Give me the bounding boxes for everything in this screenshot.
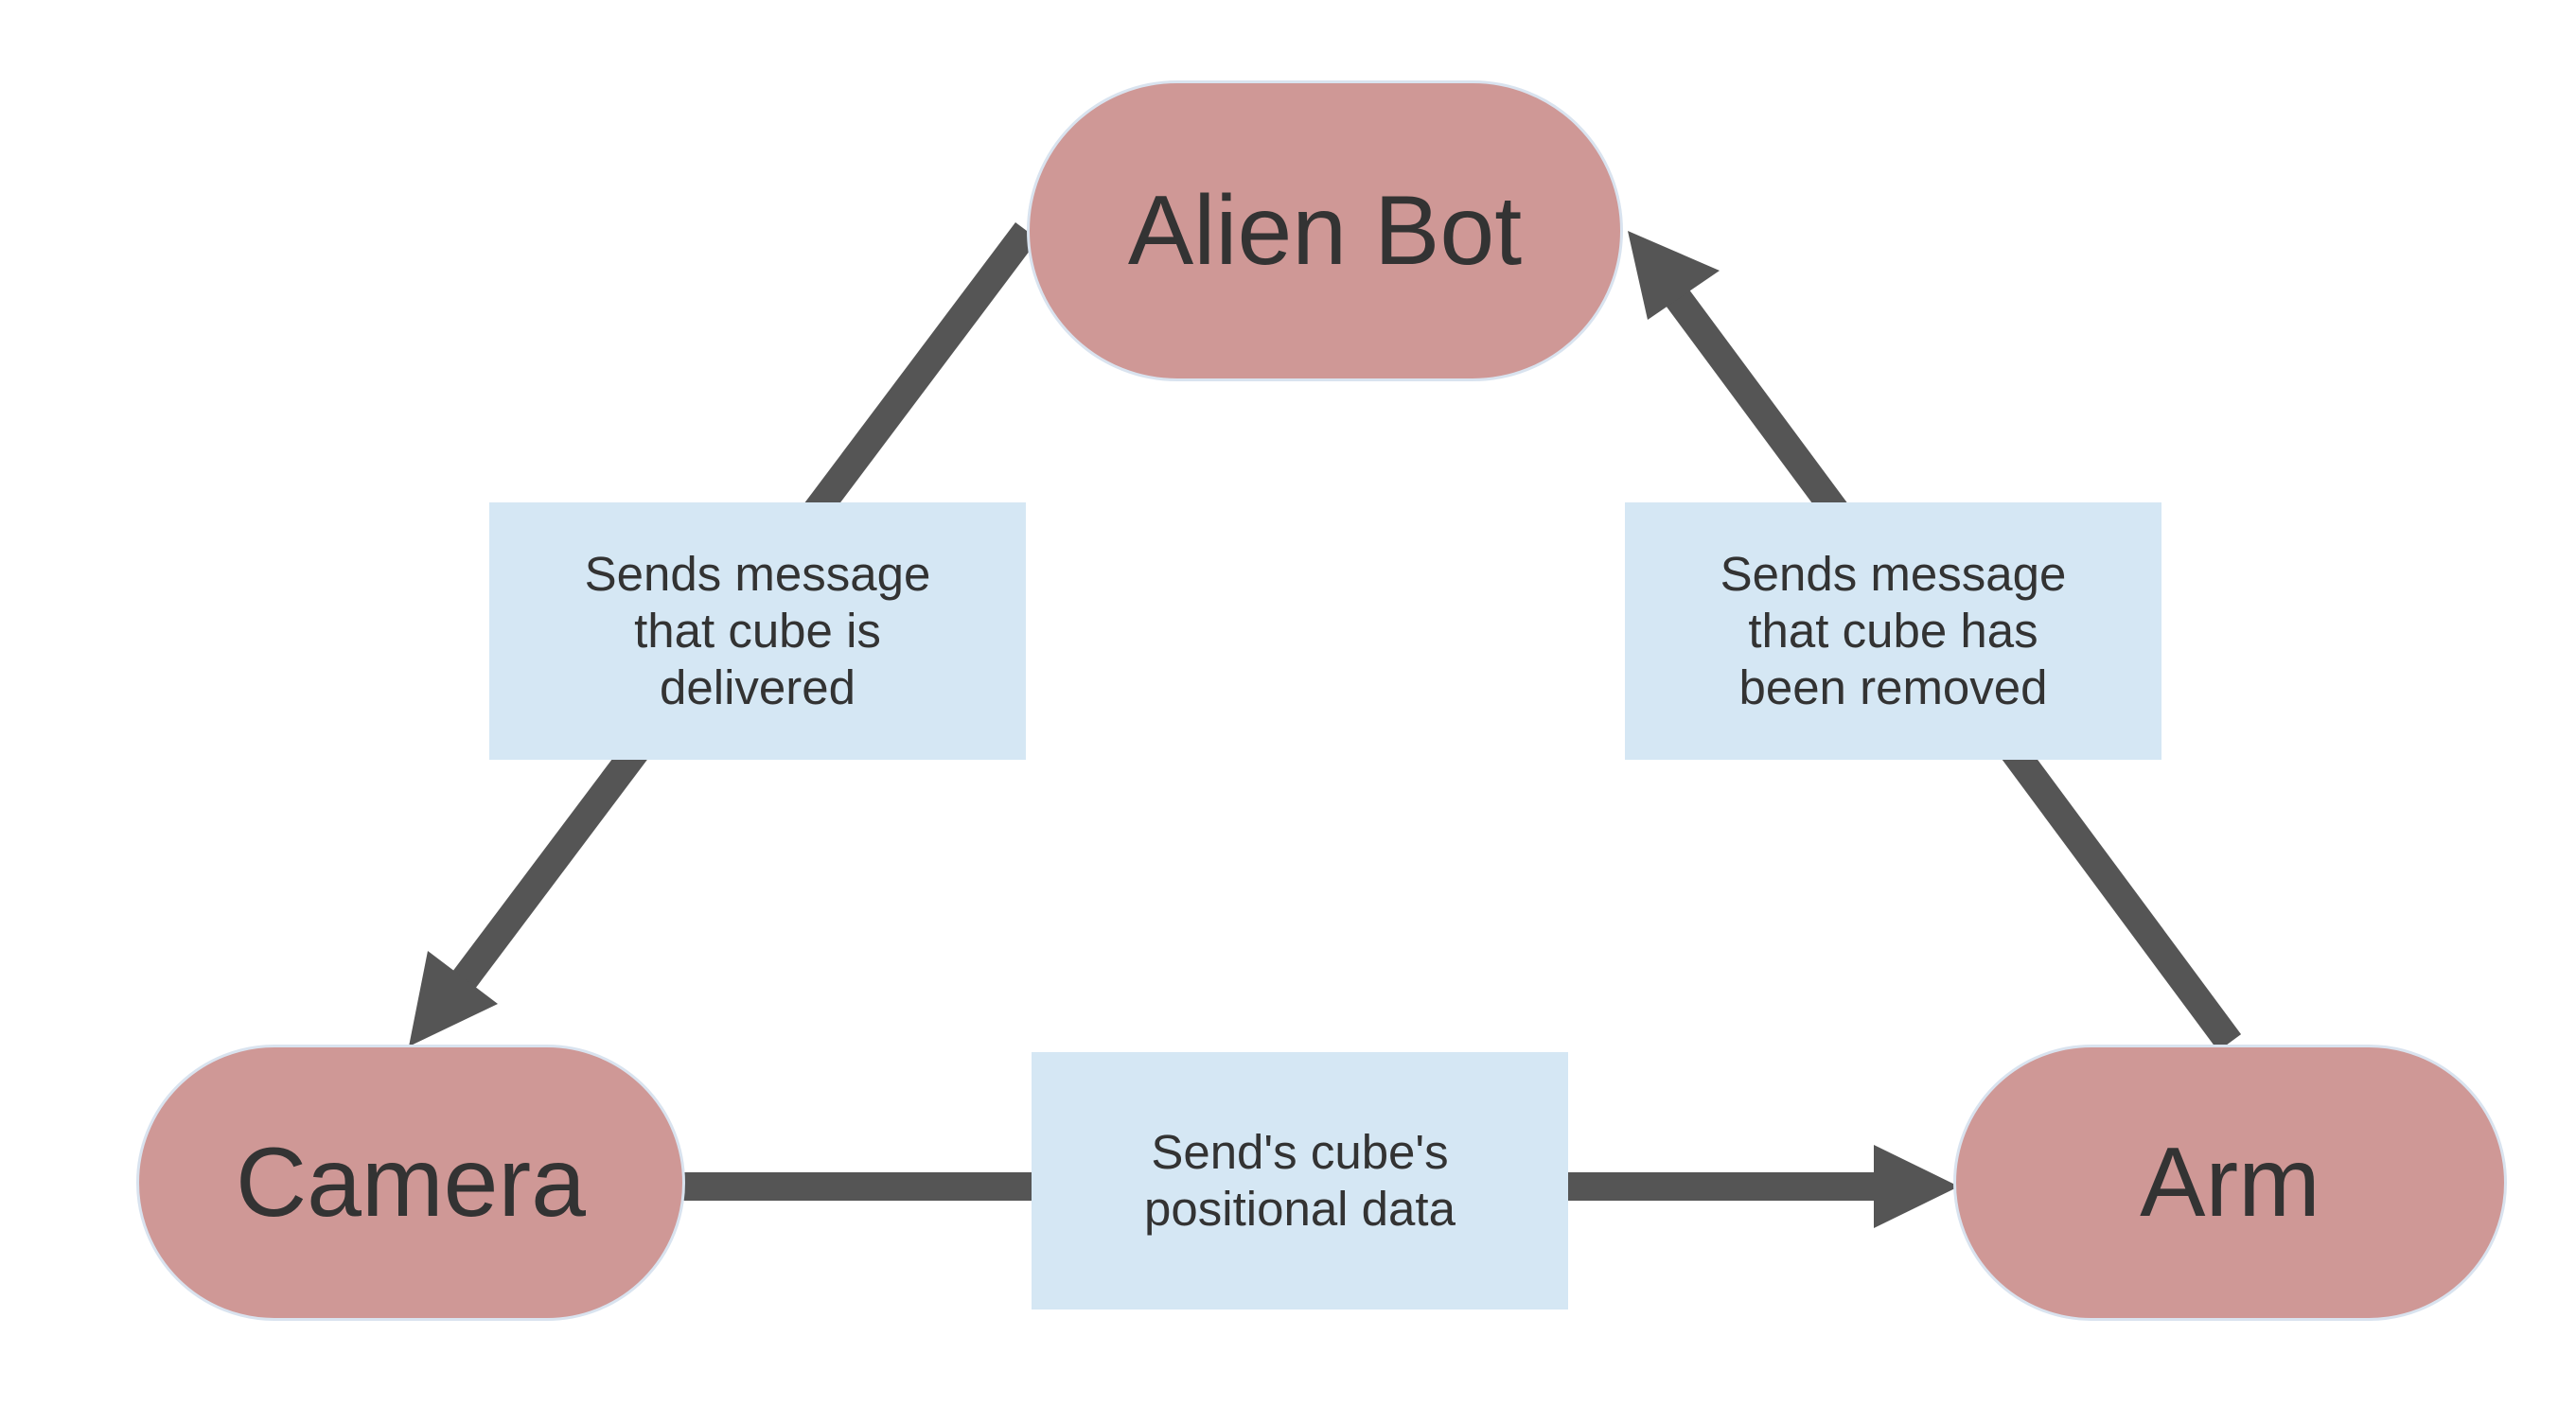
node-label-alien-bot: Alien Bot xyxy=(1127,176,1523,286)
edge-label-arm-to-alien-bot: Sends message that cube has been removed xyxy=(1720,547,2067,714)
node-arm: Arm xyxy=(1953,1045,2507,1321)
node-label-arm: Arm xyxy=(2140,1128,2320,1238)
arrowhead-alien-bot xyxy=(1628,231,1720,320)
edge-label-box-left: Sends message that cube is delivered xyxy=(489,502,1026,760)
node-alien-bot: Alien Bot xyxy=(1027,80,1623,381)
edge-label-alien-bot-to-camera: Sends message that cube is delivered xyxy=(584,547,931,714)
arrowhead-arm xyxy=(1874,1145,1959,1228)
node-camera: Camera xyxy=(136,1045,685,1321)
node-label-camera: Camera xyxy=(236,1128,586,1238)
arrowhead-camera xyxy=(409,951,498,1046)
edge-label-box-right: Sends message that cube has been removed xyxy=(1625,502,2161,760)
edge-label-camera-to-arm: Send's cube's positional data xyxy=(1144,1125,1456,1236)
edge-label-box-bottom: Send's cube's positional data xyxy=(1032,1052,1568,1309)
